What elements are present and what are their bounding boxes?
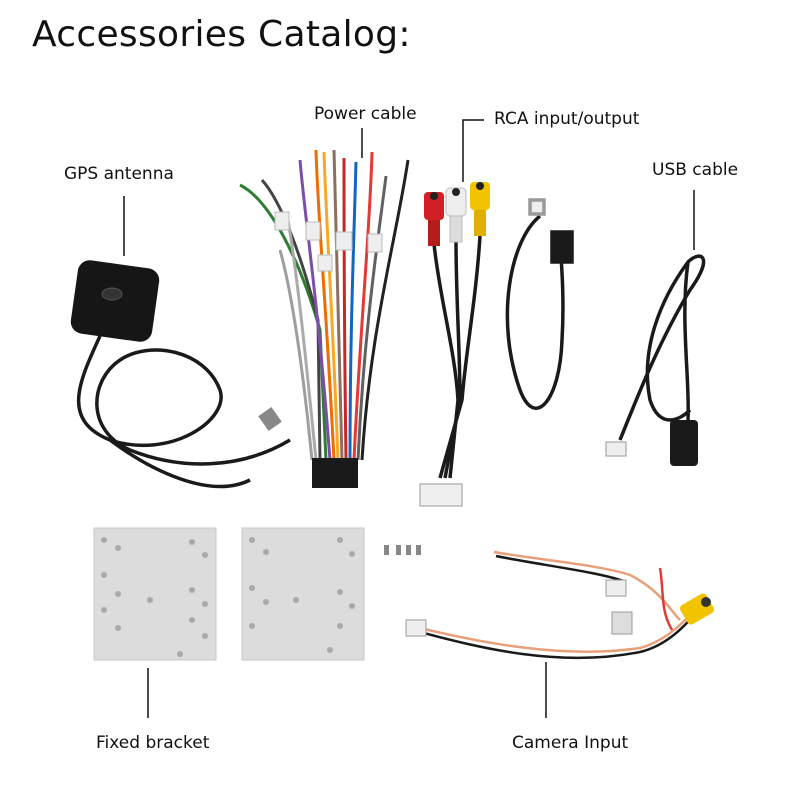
camera-rca-plug-yellow [679,593,715,625]
usb-cable-image [605,254,706,466]
usb-small-plug [605,441,627,457]
gps-logo [101,287,123,301]
leader-lines [123,119,695,718]
mic-cable-image [505,198,574,410]
rca-white-connector [419,483,463,507]
camera-junction [611,611,633,635]
mic-cable-plug [528,198,546,216]
rca-plug-white [445,187,467,243]
rca-plug-yellow [470,182,490,236]
fixed-bracket-left [93,527,217,661]
label-gps-antenna: GPS antenna [64,164,174,184]
leader-line-rca [462,119,484,182]
fixed-bracket-right [241,527,365,661]
camera-input-image [405,550,715,660]
gps-antenna-puck [70,260,160,342]
camera-white-connector [405,619,427,637]
power-harness-connector [312,458,358,488]
camera-small-connector [605,579,627,597]
label-fixed-bracket: Fixed bracket [96,733,210,753]
rca-cable-image [419,182,490,507]
power-cable-tags [274,211,383,272]
usb-a-connector [670,420,698,466]
screws-image [384,545,421,555]
power-cable-image [239,149,410,488]
gps-connector [258,407,282,431]
catalog-title: Accessories Catalog: [32,14,411,55]
rca-plug-red [424,192,444,246]
label-power-cable: Power cable [314,104,417,124]
label-usb-cable: USB cable [652,160,739,180]
mic-cable-jack [550,230,574,264]
gps-antenna-image [70,260,291,489]
label-rca-input-output: RCA input/output [494,109,640,129]
label-camera-input: Camera Input [512,733,629,753]
